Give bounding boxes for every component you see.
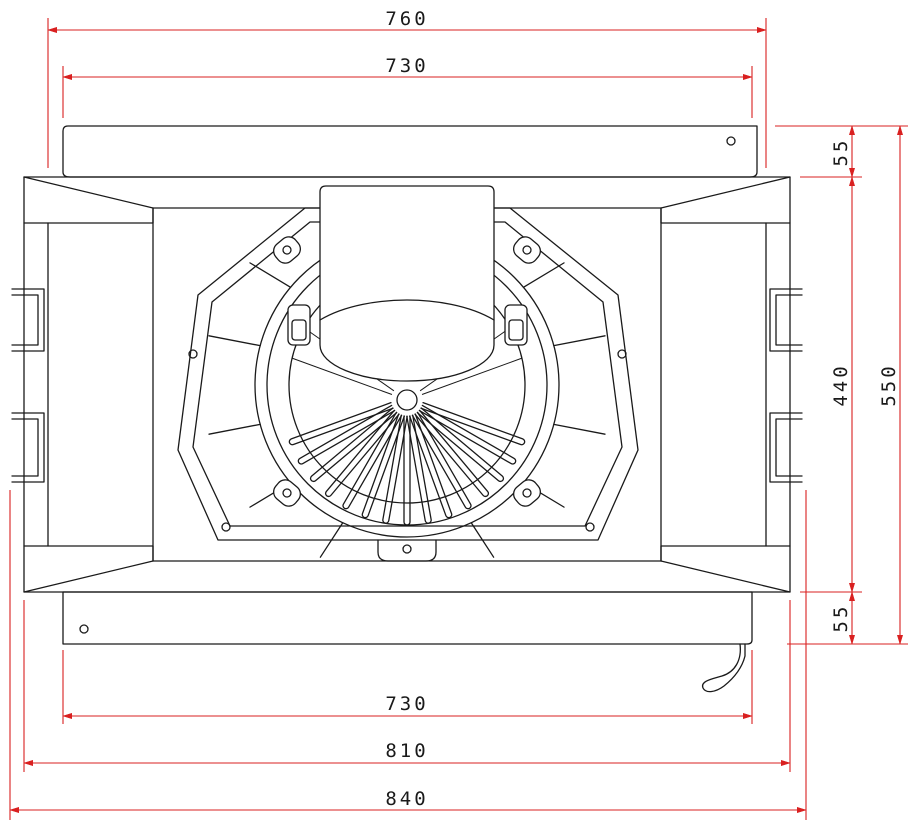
bottom-flange bbox=[62, 591, 753, 645]
strut bbox=[553, 335, 606, 347]
right-handles bbox=[769, 288, 803, 483]
guard-spoke bbox=[292, 357, 393, 395]
left-handles bbox=[11, 288, 45, 483]
dim-text-right-550: 550 bbox=[878, 363, 900, 406]
strut bbox=[553, 423, 606, 435]
dim-text-right-55-bottom: 55 bbox=[830, 604, 852, 633]
motor-hood bbox=[319, 185, 495, 382]
dim-text-bottom-730: 730 bbox=[385, 693, 428, 715]
guard-spoke bbox=[288, 402, 394, 446]
fan-hub bbox=[396, 389, 418, 411]
guard-spoke bbox=[409, 413, 453, 519]
strut bbox=[208, 335, 261, 347]
dim-text-top-760: 760 bbox=[385, 8, 428, 30]
guard-spoke bbox=[382, 414, 408, 524]
power-cable bbox=[701, 643, 746, 693]
guard-spoke bbox=[361, 413, 405, 519]
spokes bbox=[288, 329, 526, 526]
guard-spoke bbox=[420, 402, 526, 446]
guard-spoke bbox=[418, 404, 517, 465]
motor-clips bbox=[287, 304, 528, 346]
guard-spoke bbox=[342, 411, 403, 510]
guard-spoke bbox=[421, 357, 522, 395]
dim-text-bottom-840: 840 bbox=[385, 788, 428, 810]
strut bbox=[208, 423, 261, 435]
dim-text-top-730: 730 bbox=[385, 55, 428, 77]
strut bbox=[249, 262, 292, 288]
guard-spoke bbox=[406, 414, 432, 524]
guard-spoke bbox=[297, 404, 396, 465]
guard-spoke bbox=[411, 411, 472, 510]
dim-text-right-55-top: 55 bbox=[830, 138, 852, 167]
guard-spoke bbox=[324, 409, 400, 498]
mounting-bosses bbox=[273, 236, 541, 507]
dimension-lines bbox=[9, 18, 908, 820]
strut bbox=[319, 522, 344, 558]
strut bbox=[470, 522, 495, 558]
guard-spoke bbox=[416, 407, 505, 483]
top-flange bbox=[62, 125, 758, 178]
dim-text-right-440: 440 bbox=[830, 363, 852, 406]
guard-spoke bbox=[414, 409, 490, 498]
dim-text-bottom-810: 810 bbox=[385, 740, 428, 762]
strut bbox=[522, 262, 565, 288]
guard-spoke bbox=[403, 415, 411, 526]
guard-spoke bbox=[309, 407, 398, 483]
